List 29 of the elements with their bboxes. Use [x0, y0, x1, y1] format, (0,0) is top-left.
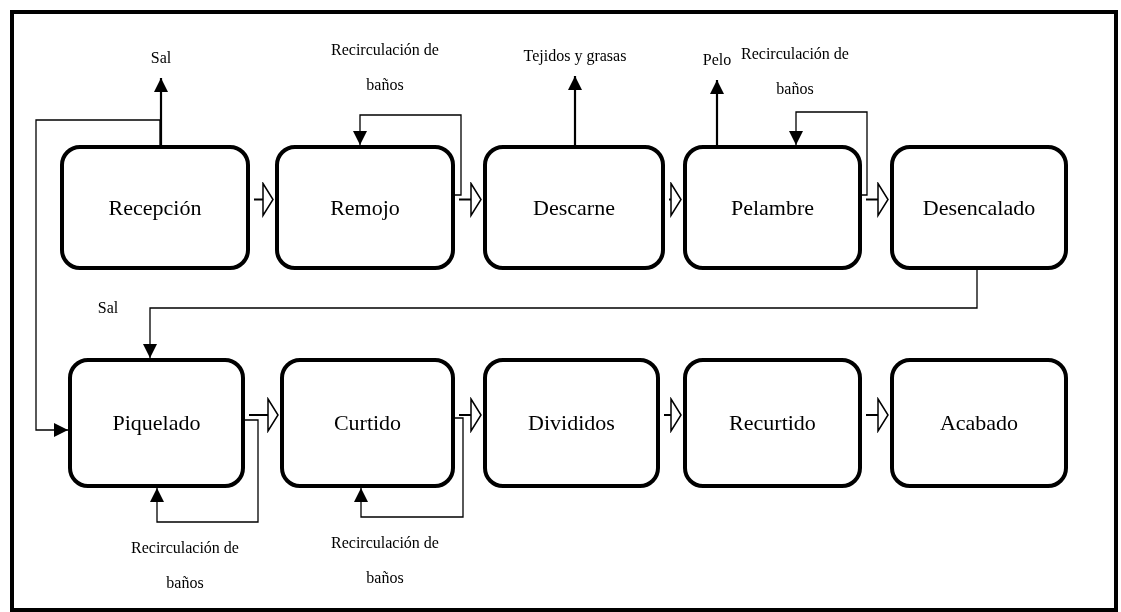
- arrow: [150, 419, 259, 523]
- process-box: Recurtido: [683, 358, 862, 488]
- block-arrow: [458, 182, 482, 217]
- process-box: Remojo: [275, 145, 455, 270]
- process-box: Pelambre: [683, 145, 862, 270]
- block-arrow: [668, 182, 682, 217]
- block-arrow: [458, 398, 482, 432]
- process-box: Descarne: [483, 145, 665, 270]
- arrow: [710, 80, 724, 145]
- block-arrow: [248, 398, 279, 432]
- process-box: Divididos: [483, 358, 660, 488]
- process-box: Acabado: [890, 358, 1068, 488]
- arrow: [353, 114, 462, 196]
- block-arrow: [865, 398, 889, 432]
- arrow: [354, 417, 464, 518]
- arrow: [789, 111, 868, 196]
- arrow: [143, 269, 978, 359]
- process-box: Curtido: [280, 358, 455, 488]
- block-arrow: [663, 398, 682, 432]
- block-arrow: [253, 182, 274, 217]
- output-label: Sal: [138, 46, 184, 70]
- arrow: [568, 76, 582, 145]
- block-arrow: [865, 182, 889, 217]
- arrow: [154, 78, 168, 145]
- arrow: [35, 119, 161, 437]
- process-box: Piquelado: [68, 358, 245, 488]
- output-label: Tejidos y grasas: [495, 44, 655, 68]
- process-box: Recepción: [60, 145, 250, 270]
- process-box: Desencalado: [890, 145, 1068, 270]
